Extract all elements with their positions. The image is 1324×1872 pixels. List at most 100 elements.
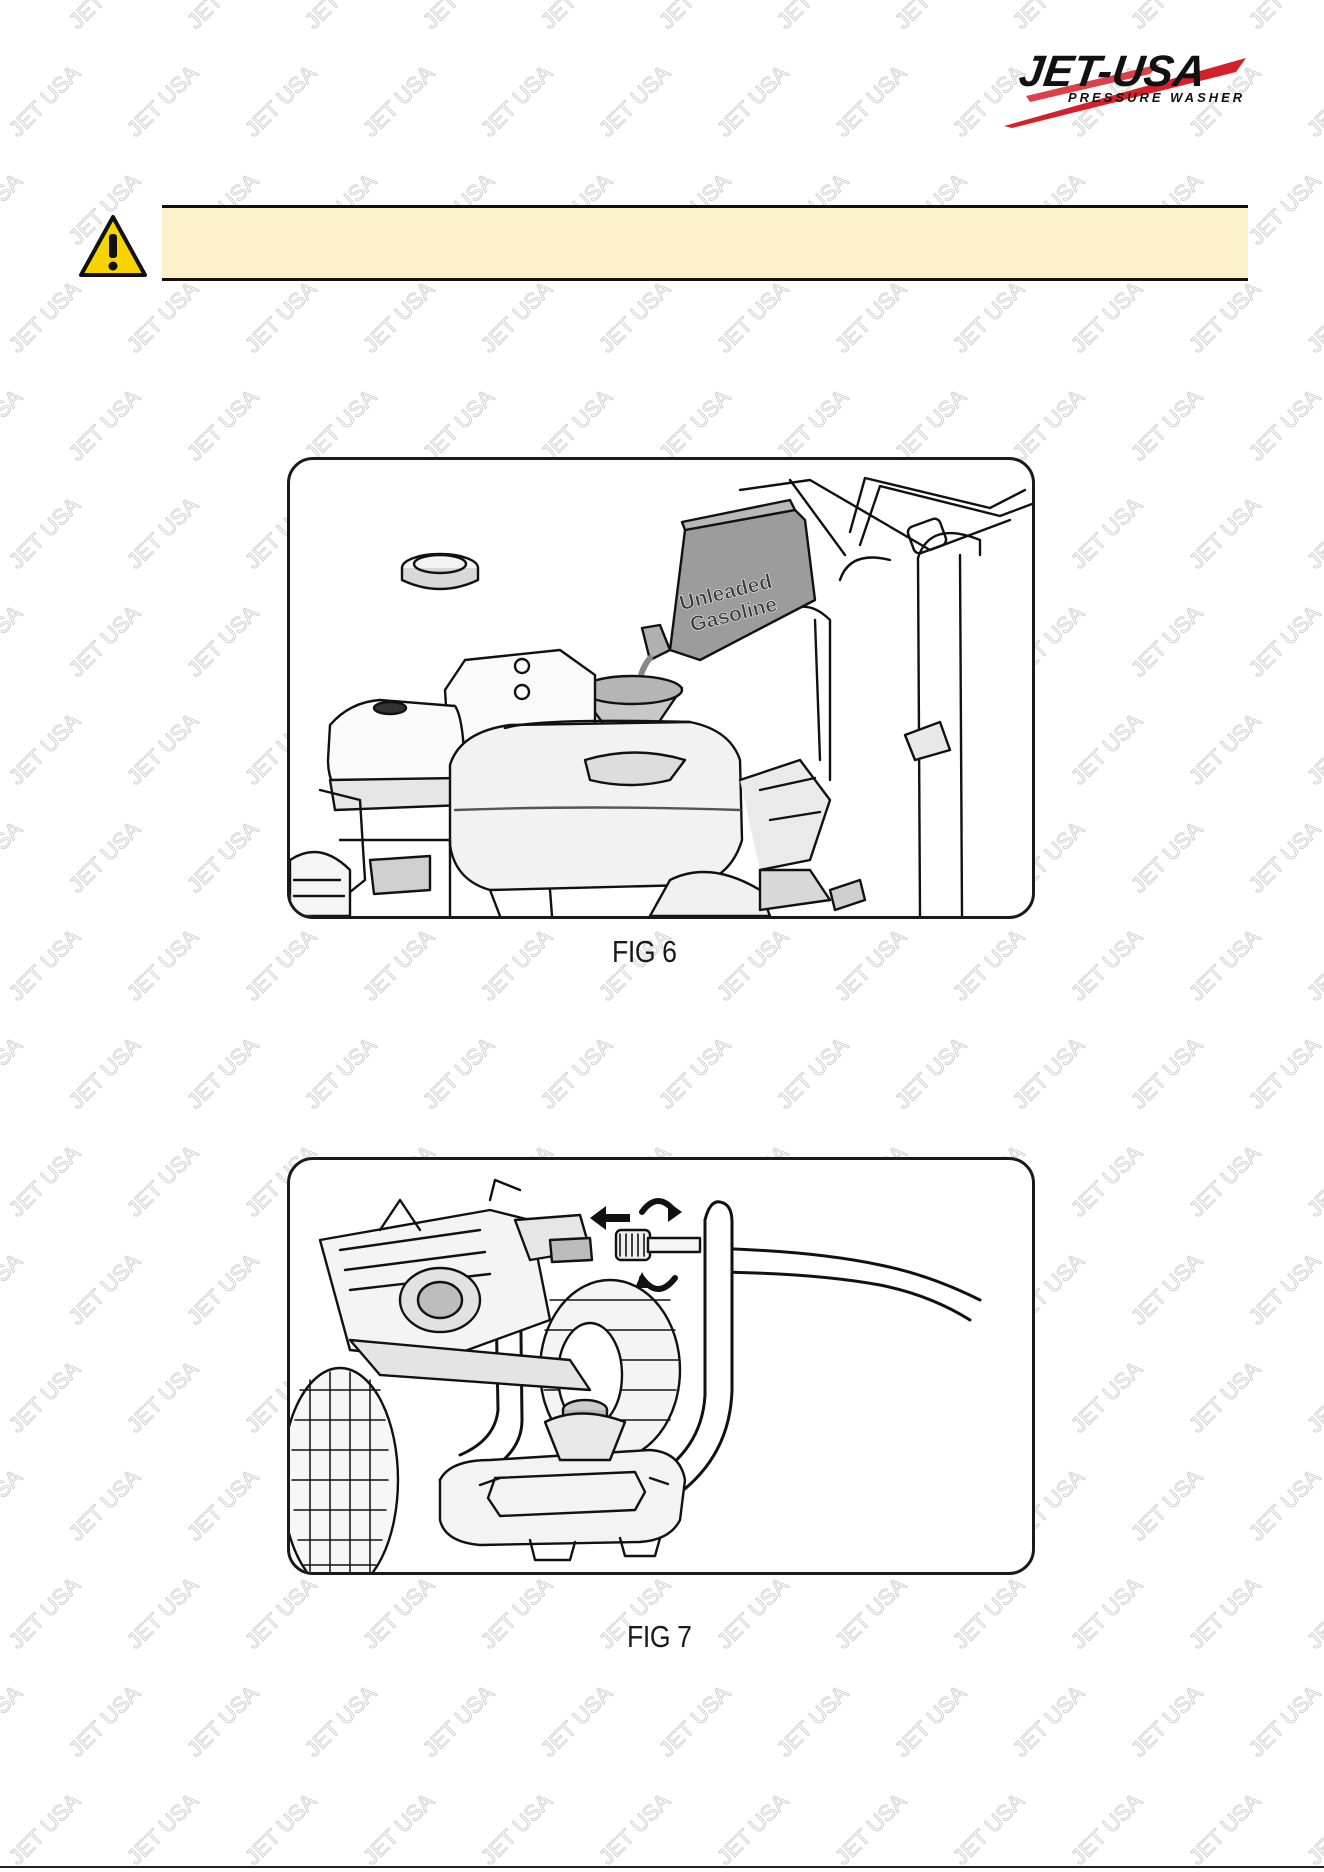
watermark-text: JET USA [830, 1788, 912, 1870]
watermark-text: JET USA [1126, 600, 1208, 682]
watermark-text: JET USA [64, 816, 146, 898]
watermark-text: JET USA [476, 924, 558, 1006]
watermark-text: JET USA [654, 0, 736, 34]
warning-banner [162, 205, 1248, 281]
watermark-text: JET USA [300, 0, 382, 34]
watermark-text: JET USA [0, 384, 27, 466]
watermark-text: JET USA [358, 1788, 440, 1870]
watermark-text: JET USA [1302, 276, 1324, 358]
watermark-text: JET USA [948, 1788, 1030, 1870]
logo-text: JET-USA [1016, 47, 1209, 96]
watermark-text: JET USA [418, 0, 500, 34]
watermark-text: JET USA [0, 816, 27, 898]
watermark-text: JET USA [476, 60, 558, 142]
watermark-text: JET USA [64, 1248, 146, 1330]
watermark-text: JET USA [1184, 1356, 1266, 1438]
watermark-text: JET USA [536, 1032, 618, 1114]
watermark-text: JET USA [594, 1788, 676, 1870]
watermark-text: JET USA [536, 1680, 618, 1762]
watermark-text: JET USA [0, 168, 27, 250]
watermark-text: JET USA [182, 600, 264, 682]
watermark-text: JET USA [0, 1680, 27, 1762]
warning-triangle-icon [78, 214, 148, 278]
watermark-text: JET USA [1184, 1140, 1266, 1222]
watermark-text: JET USA [358, 1572, 440, 1654]
watermark-text: JET USA [536, 0, 618, 34]
footer-rule [0, 1866, 1324, 1868]
watermark-text: JET USA [948, 924, 1030, 1006]
watermark-text: JET USA [122, 60, 204, 142]
watermark-text: JET USA [1244, 1032, 1324, 1114]
watermark-text: JET USA [1126, 1248, 1208, 1330]
watermark-text: JET USA [654, 384, 736, 466]
watermark-text: JET USA [712, 924, 794, 1006]
watermark-text: JET USA [1244, 1680, 1324, 1762]
watermark-text: JET USA [1126, 1680, 1208, 1762]
watermark-text: JET USA [1126, 1464, 1208, 1546]
watermark-text: JET USA [4, 276, 86, 358]
watermark-text: JET USA [1066, 276, 1148, 358]
watermark-text: JET USA [182, 0, 264, 34]
watermark-text: JET USA [0, 600, 27, 682]
watermark-text: JET USA [476, 1788, 558, 1870]
watermark-text: JET USA [1184, 924, 1266, 1006]
jet-usa-logo: JET-USA PRESSURE WASHER [1000, 40, 1250, 130]
watermark-text: JET USA [300, 1680, 382, 1762]
watermark-text: JET USA [1126, 384, 1208, 466]
watermark-text: JET USA [1244, 168, 1324, 250]
watermark-text: JET USA [1244, 816, 1324, 898]
watermark-text: JET USA [182, 816, 264, 898]
watermark-text: JET USA [4, 60, 86, 142]
watermark-text: JET USA [1244, 0, 1324, 34]
watermark-text: JET USA [358, 924, 440, 1006]
watermark-text: JET USA [1066, 1140, 1148, 1222]
watermark-text: JET USA [122, 1572, 204, 1654]
watermark-text: JET USA [476, 276, 558, 358]
watermark-text: JET USA [0, 1464, 27, 1546]
watermark-text: JET USA [772, 1032, 854, 1114]
watermark-text: JET USA [64, 1680, 146, 1762]
watermark-text: JET USA [712, 60, 794, 142]
watermark-text: JET USA [1302, 492, 1324, 574]
watermark-text: JET USA [1066, 1356, 1148, 1438]
watermark-text: JET USA [1184, 1788, 1266, 1870]
watermark-text: JET USA [1302, 1356, 1324, 1438]
watermark-text: JET USA [1302, 924, 1324, 1006]
watermark-text: JET USA [64, 0, 146, 34]
watermark-text: JET USA [476, 1572, 558, 1654]
watermark-text: JET USA [1008, 1032, 1090, 1114]
watermark-text: JET USA [122, 492, 204, 574]
watermark-text: JET USA [1184, 276, 1266, 358]
watermark-text: JET USA [654, 1032, 736, 1114]
watermark-text: JET USA [4, 1140, 86, 1222]
watermark-text: JET USA [418, 1680, 500, 1762]
watermark-text: JET USA [1302, 1788, 1324, 1870]
watermark-text: JET USA [1126, 0, 1208, 34]
watermark-text: JET USA [948, 1572, 1030, 1654]
watermark-text: JET USA [1066, 708, 1148, 790]
watermark-text: JET USA [830, 276, 912, 358]
watermark-text: JET USA [240, 1572, 322, 1654]
watermark-text: JET USA [4, 492, 86, 574]
watermark-text: JET USA [4, 1356, 86, 1438]
watermark-text: JET USA [4, 1572, 86, 1654]
watermark-text: JET USA [1302, 708, 1324, 790]
watermark-text: JET USA [64, 384, 146, 466]
watermark-text: JET USA [0, 0, 27, 34]
watermark-text: JET USA [890, 0, 972, 34]
watermark-text: JET USA [594, 60, 676, 142]
watermark-text: JET USA [122, 708, 204, 790]
watermark-text: JET USA [122, 1140, 204, 1222]
watermark-text: JET USA [830, 60, 912, 142]
watermark-text: JET USA [712, 1788, 794, 1870]
watermark-text: JET USA [418, 384, 500, 466]
watermark-text: JET USA [1244, 1248, 1324, 1330]
watermark-text: JET USA [418, 1032, 500, 1114]
watermark-text: JET USA [1302, 1140, 1324, 1222]
watermark-text: JET USA [654, 1680, 736, 1762]
watermark-text: JET USA [1008, 384, 1090, 466]
watermark-text: JET USA [1008, 0, 1090, 34]
watermark-text: JET USA [358, 60, 440, 142]
watermark-text: JET USA [594, 276, 676, 358]
watermark-text: JET USA [1066, 924, 1148, 1006]
